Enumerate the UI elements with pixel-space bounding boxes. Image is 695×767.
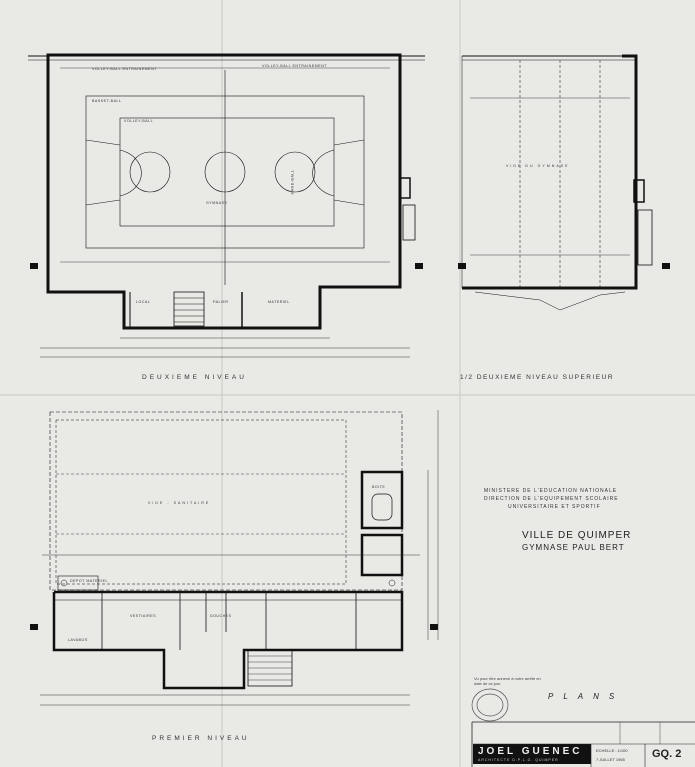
dimension-lines-first	[40, 410, 439, 706]
section-markers	[30, 263, 670, 630]
ministry-line-2: DIRECTION DE L'EQUIPEMENT SCOLAIRE	[484, 496, 619, 502]
sheet-code: GQ. 2	[652, 748, 682, 760]
date-label: 7 JUILLET 1965	[596, 757, 625, 762]
room-lavabos: LAVABOS	[68, 638, 88, 642]
room-volley-training-2: VOLLEY-BALL ENTRAINEMENT	[262, 64, 327, 68]
room-volley-ball: VOLLEY-BALL	[124, 119, 154, 123]
room-hand-ball: HAND-BALL	[290, 169, 295, 195]
room-volley-training-1: VOLLEY-BALL ENTRAINEMENT	[92, 67, 157, 71]
room-gymnase: GYMNASE	[206, 201, 228, 205]
room-douches: DOUCHES	[210, 614, 232, 618]
room-basket-ball: BASKET-BALL	[92, 99, 122, 103]
room-boite: BOITE	[372, 485, 386, 489]
caption-second-level-upper: 1/2 DEUXIEME NIVEAU SUPERIEUR	[460, 374, 615, 381]
plan-second-level-upper	[461, 54, 653, 311]
room-materiel: MATERIEL	[268, 300, 290, 304]
city-title: VILLE DE QUIMPER	[522, 530, 632, 541]
room-vide-gymnase: VIDE DU GYMNASE	[506, 164, 570, 168]
room-vestiaires: VESTIAIRES	[130, 614, 157, 618]
drawing-title: PLANS	[548, 692, 625, 701]
caption-second-level: DEUXIEME NIVEAU	[142, 374, 247, 381]
room-local: LOCAL	[136, 300, 151, 304]
room-palier: PALIER	[213, 300, 229, 304]
dimension-lines-second	[40, 337, 410, 358]
scale-label: ECHELLE : 1/100	[596, 748, 628, 753]
official-seal	[471, 688, 509, 722]
ministry-line-3: UNIVERSITAIRE ET SPORTIF	[508, 504, 601, 510]
architect-subtitle: ARCHITECTE D.P.L.G. QUIMPER	[478, 758, 559, 762]
room-vide-sanitaire: VIDE - SANITAIRE	[148, 501, 211, 505]
caption-first-level: PREMIER NIVEAU	[152, 735, 250, 742]
building-title: GYMNASE PAUL BERT	[522, 543, 625, 552]
room-depot: DEPOT MATERIEL	[70, 579, 109, 583]
approval-stamp-text: Vu pour être annexé à notre arrêté en da…	[474, 676, 541, 686]
architect-name: JOEL GUENEC	[478, 746, 583, 757]
plan-second-level	[28, 53, 425, 330]
title-block-frame	[471, 721, 695, 767]
plan-first-level	[49, 411, 404, 690]
ministry-line-1: MINISTERE DE L'EDUCATION NATIONALE	[484, 488, 618, 494]
